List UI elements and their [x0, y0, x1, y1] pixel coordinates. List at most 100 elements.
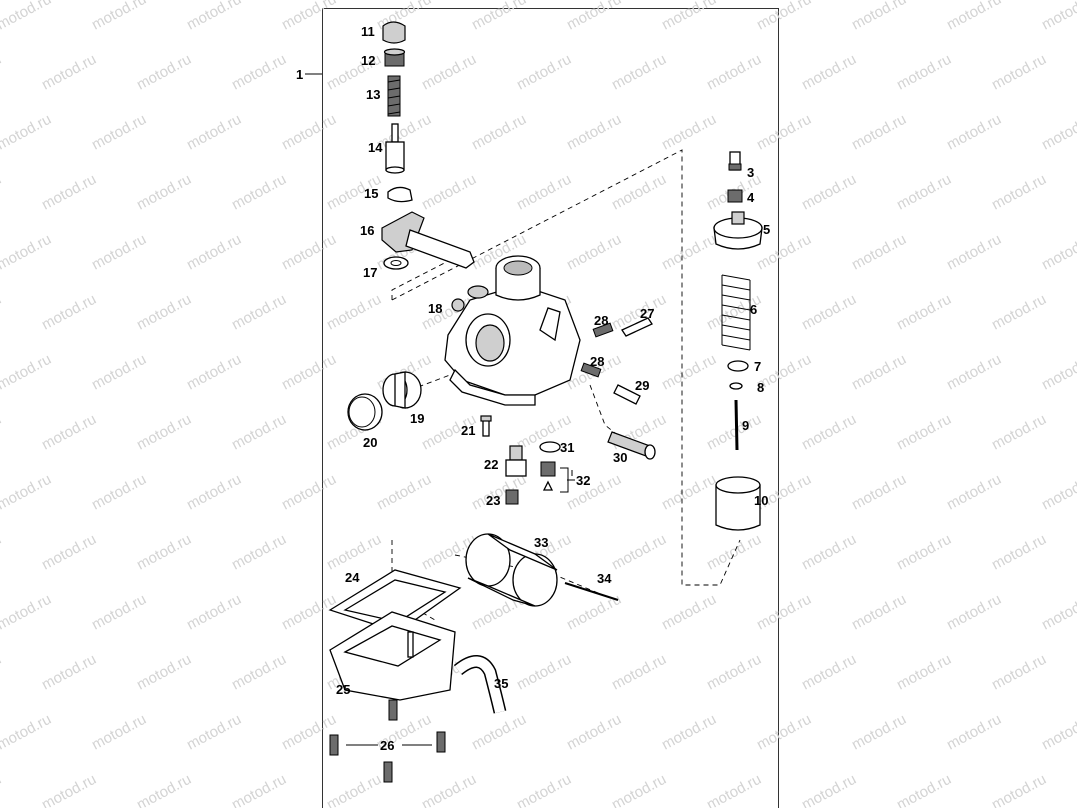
watermark-text: motod.ru — [229, 651, 289, 694]
watermark-text: motod.ru — [279, 591, 339, 634]
watermark-text: motod.ru — [704, 531, 764, 574]
watermark-text: motod.ru — [39, 171, 99, 214]
label-21: 21 — [461, 423, 475, 438]
watermark-text: motod.ru — [894, 291, 954, 334]
watermark-text: motod.ru — [0, 651, 4, 694]
watermark-text: motod.ru — [1039, 711, 1077, 754]
watermark-text: motod.ru — [184, 591, 244, 634]
watermark-text: motod.ru — [514, 651, 574, 694]
part-30-adjusting-screw — [607, 431, 656, 460]
watermark-text: motod.ru — [134, 291, 194, 334]
watermark-text: motod.ru — [659, 351, 719, 394]
label-assembly-1: 1 — [296, 67, 303, 82]
watermark-text: motod.ru — [39, 771, 99, 808]
watermark-text: motod.ru — [0, 591, 54, 634]
label-9: 9 — [742, 418, 749, 433]
watermark-text: motod.ru — [1039, 111, 1077, 154]
watermark-text: motod.ru — [419, 51, 479, 94]
watermark-text: motod.ru — [894, 51, 954, 94]
watermark-text: motod.ru — [754, 111, 814, 154]
watermark-text: motod.ru — [0, 471, 54, 514]
watermark-text: motod.ru — [799, 51, 859, 94]
watermark-text: motod.ru — [89, 471, 149, 514]
label-26: 26 — [380, 738, 394, 753]
part-22-needle-jet — [505, 445, 527, 477]
part-31-washer — [539, 441, 561, 453]
watermark-text: motod.ru — [704, 51, 764, 94]
watermark-text: motod.ru — [184, 351, 244, 394]
part-16-lever — [381, 211, 475, 269]
label-3: 3 — [747, 165, 754, 180]
watermark-text: motod.ru — [0, 531, 4, 574]
watermark-text: motod.ru — [1039, 471, 1077, 514]
watermark-text: motod.ru — [469, 111, 529, 154]
watermark-text: motod.ru — [659, 471, 719, 514]
label-14: 14 — [368, 140, 383, 155]
watermark-text: motod.ru — [944, 0, 1004, 34]
watermark-text: motod.ru — [89, 231, 149, 274]
label-35: 35 — [494, 676, 508, 691]
watermark-text: motod.ru — [944, 231, 1004, 274]
watermark-text: motod.ru — [659, 591, 719, 634]
watermark-text: motod.ru — [514, 51, 574, 94]
part-6-spring — [721, 274, 751, 351]
part-8-washer — [729, 382, 743, 390]
watermark-text: motod.ru — [0, 111, 54, 154]
watermark-text: motod.ru — [799, 771, 859, 808]
label-27: 27 — [640, 306, 654, 321]
watermark-text: motod.ru — [564, 471, 624, 514]
watermark-text: motod.ru — [89, 591, 149, 634]
watermark-text: motod.ru — [989, 771, 1049, 808]
watermark-text: motod.ru — [134, 531, 194, 574]
part-19-sleeve — [382, 371, 422, 409]
watermark-text: motod.ru — [894, 411, 954, 454]
label-24: 24 — [345, 570, 360, 585]
watermark-text: motod.ru — [89, 351, 149, 394]
watermark-text: motod.ru — [944, 351, 1004, 394]
watermark-text: motod.ru — [1039, 351, 1077, 394]
part-13-spring — [387, 75, 401, 117]
watermark-text: motod.ru — [134, 771, 194, 808]
part-21-jet — [480, 415, 492, 437]
watermark-text: motod.ru — [564, 231, 624, 274]
label-28-b: 28 — [590, 354, 604, 369]
watermark-text: motod.ru — [514, 171, 574, 214]
watermark-text: motod.ru — [184, 0, 244, 34]
watermark-text: motod.ru — [564, 591, 624, 634]
watermark-text: motod.ru — [184, 111, 244, 154]
label-28-a: 28 — [594, 313, 608, 328]
watermark-text: motod.ru — [659, 111, 719, 154]
watermark-text: motod.ru — [419, 771, 479, 808]
watermark-text: motod.ru — [564, 111, 624, 154]
watermark-text: motod.ru — [894, 651, 954, 694]
watermark-text: motod.ru — [229, 291, 289, 334]
label-8: 8 — [757, 380, 764, 395]
part-12-nut — [383, 48, 406, 67]
label-32: 32 — [576, 473, 590, 488]
watermark-text: motod.ru — [89, 711, 149, 754]
watermark-text: motod.ru — [609, 171, 669, 214]
watermark-text: motod.ru — [469, 0, 529, 34]
label-13: 13 — [366, 87, 380, 102]
part-34-pin — [564, 582, 619, 601]
watermark-text: motod.ru — [1039, 591, 1077, 634]
label-31: 31 — [560, 440, 574, 455]
watermark-text: motod.ru — [704, 411, 764, 454]
label-11: 11 — [361, 24, 375, 39]
label-18: 18 — [428, 301, 442, 316]
watermark-text: motod.ru — [514, 771, 574, 808]
watermark-text: motod.ru — [989, 651, 1049, 694]
label-19: 19 — [410, 411, 424, 426]
watermark-text: motod.ru — [229, 411, 289, 454]
part-4-nut — [727, 189, 743, 203]
watermark-text: motod.ru — [944, 591, 1004, 634]
watermark-text: motod.ru — [0, 411, 4, 454]
watermark-text: motod.ru — [609, 531, 669, 574]
watermark-text: motod.ru — [894, 531, 954, 574]
part-15-clip — [387, 186, 413, 203]
watermark-text: motod.ru — [134, 171, 194, 214]
label-22: 22 — [484, 457, 498, 472]
label-4: 4 — [747, 190, 755, 205]
watermark-text: motod.ru — [849, 351, 909, 394]
watermark-text: motod.ru — [799, 291, 859, 334]
